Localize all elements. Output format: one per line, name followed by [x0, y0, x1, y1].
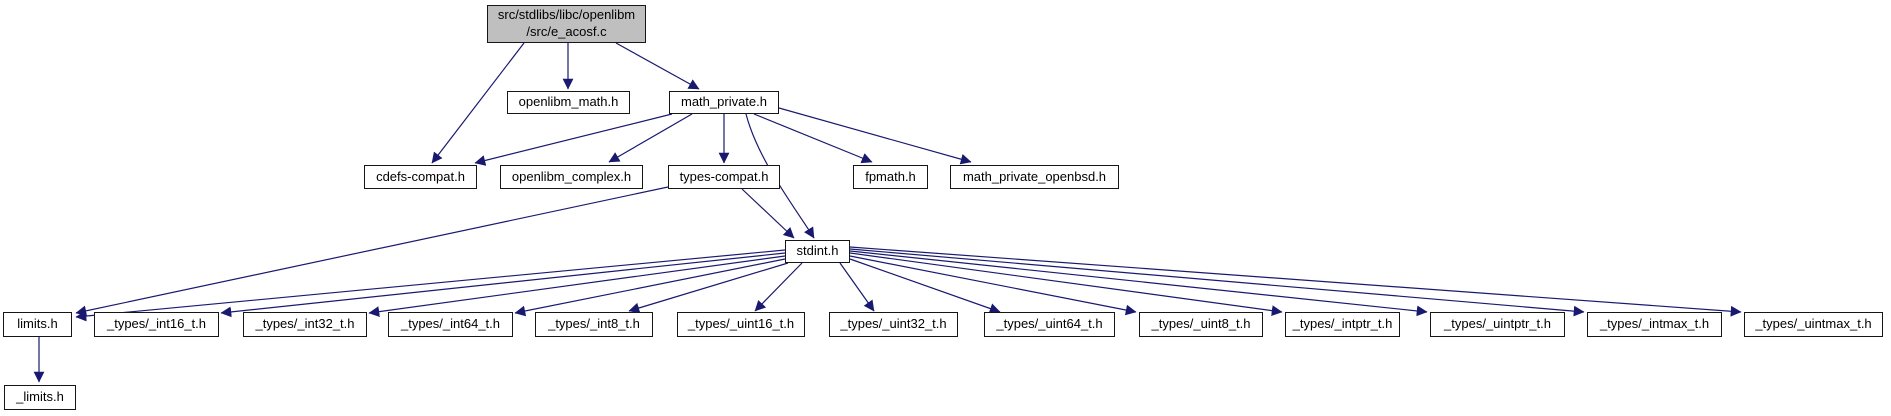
node-types-uintptr-t-h[interactable]: _types/_uintptr_t.h — [1430, 312, 1565, 337]
node-types-uint64-t-h[interactable]: _types/_uint64_t.h — [984, 312, 1115, 337]
node-types-uintmax-t-h[interactable]: _types/_uintmax_t.h — [1744, 312, 1883, 337]
node-openlibm-complex-h[interactable]: openlibm_complex.h — [500, 165, 643, 189]
node-types-intptr-t-h[interactable]: _types/_intptr_t.h — [1285, 312, 1400, 337]
node-types-uint32-t-h[interactable]: _types/_uint32_t.h — [829, 312, 958, 337]
node-openlibm-math-h[interactable]: openlibm_math.h — [507, 91, 630, 114]
node-types-uint8-t-h[interactable]: _types/_uint8_t.h — [1139, 312, 1263, 337]
node-stdint-h[interactable]: stdint.h — [785, 240, 850, 263]
node-limits-h[interactable]: limits.h — [3, 312, 72, 337]
node-types-int8-t-h[interactable]: _types/_int8_t.h — [535, 312, 653, 337]
node-types-int16-t-h[interactable]: _types/_int16_t.h — [94, 312, 219, 337]
node-types-int32-t-h[interactable]: _types/_int32_t.h — [243, 312, 367, 337]
node-types-intmax-t-h[interactable]: _types/_intmax_t.h — [1587, 312, 1722, 337]
node-cdefs-compat-h[interactable]: cdefs-compat.h — [364, 165, 477, 189]
node-math-private-h[interactable]: math_private.h — [669, 91, 779, 114]
node-types-compat-h[interactable]: types-compat.h — [668, 165, 780, 189]
node-types-uint16-t-h[interactable]: _types/_uint16_t.h — [677, 312, 805, 337]
node-fpmath-h[interactable]: fpmath.h — [853, 165, 928, 189]
node-e-acosf-c: src/stdlibs/libc/openlibm /src/e_acosf.c — [487, 5, 646, 43]
node-math-private-openbsd-h[interactable]: math_private_openbsd.h — [950, 165, 1119, 189]
node-underscore-limits-h[interactable]: _limits.h — [4, 385, 76, 410]
node-types-int64-t-h[interactable]: _types/_int64_t.h — [388, 312, 513, 337]
